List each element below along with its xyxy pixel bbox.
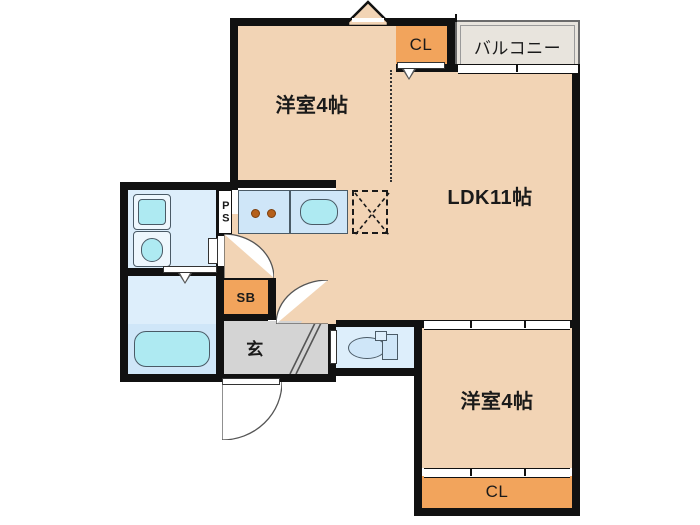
entrance-label: 玄 [246, 340, 264, 359]
wall-sb-bottom [216, 314, 268, 321]
bedroom-south-entry-opening[interactable] [424, 320, 570, 330]
toilet-door-opening[interactable] [330, 330, 337, 364]
wall-sb-left [216, 272, 224, 302]
ldk-balcony-window[interactable] [458, 64, 578, 74]
refrigerator-space [352, 190, 390, 236]
ldk-floor [336, 72, 572, 320]
entrance-floor [224, 321, 328, 374]
wall-right-outer [572, 70, 580, 516]
stove-counter [238, 190, 290, 234]
stove-burner-left [251, 209, 260, 218]
front-door-panel[interactable] [222, 378, 280, 385]
bedroom-north-label: 洋室4帖 [275, 94, 349, 117]
shoebox-floor [224, 280, 268, 314]
hall-door-swing [276, 280, 328, 324]
washroom-opening[interactable] [163, 266, 217, 273]
stove-burner-right [267, 209, 276, 218]
entrance-step-line [286, 321, 330, 374]
shoebox-label: SB [236, 289, 256, 305]
closet-north-floor [395, 26, 447, 64]
balcony-label: バルコニー [473, 38, 562, 58]
closet-south-tick-1 [470, 468, 472, 476]
wall-bottom-bath [120, 374, 224, 382]
closet-north-opening[interactable] [397, 62, 445, 69]
wall-toilet-bottom [336, 368, 422, 376]
bedroom-south-label: 洋室4帖 [460, 390, 534, 413]
entrance-to-hall-wedge [286, 278, 336, 324]
ldk-label: LDK11帖 [447, 186, 533, 209]
kitchen-washroom-gap [218, 236, 224, 266]
bedroom-south-entry-tick-2 [524, 320, 526, 328]
wall-kitchen-top [238, 182, 348, 188]
wall-top-cl-north [395, 18, 455, 26]
closet-north-door-direction-inner [403, 69, 414, 78]
bathroom-floor-upper [128, 276, 216, 324]
bedroom-south-entry-tick-1 [470, 320, 472, 328]
bay-window-icon [345, 0, 391, 28]
closet-south-tick-2 [524, 468, 526, 476]
washing-machine-drum [138, 199, 166, 225]
bedroom-south-floor [422, 328, 572, 468]
wall-south-bedroom-left [414, 320, 422, 516]
bay-window-gap [352, 18, 384, 22]
ldk-balcony-window-tick [516, 64, 518, 72]
pipe-shaft-label: PS [219, 199, 232, 225]
closet-south-floor [422, 476, 572, 508]
kitchen-sink [300, 199, 338, 225]
balcony-floor [455, 22, 580, 70]
vanity-sink [141, 238, 163, 262]
wall-left-outer [120, 182, 128, 382]
bathtub [134, 331, 210, 367]
washroom-door-direction-inner [179, 273, 190, 282]
wall-left-north-bedroom [230, 18, 238, 188]
wall-toilet-top [336, 320, 422, 327]
wall-top-balcony-edge [455, 14, 457, 22]
bathroom-entry-opening[interactable] [208, 238, 218, 264]
closet-north-label: CL [409, 35, 433, 54]
closet-south-label: CL [485, 482, 509, 501]
wall-top-north-bedroom [230, 18, 395, 26]
wall-corridor-left [216, 278, 224, 382]
bedroom-north-partition-dots [390, 70, 392, 182]
front-door-swing [222, 382, 282, 440]
wall-sb-right [268, 272, 276, 320]
washroom-door-swing [224, 234, 274, 278]
toilet-lid [375, 331, 387, 341]
wall-top-water-block [120, 182, 238, 190]
closet-south-opening[interactable] [424, 468, 570, 478]
wall-cl-balcony-divider [447, 18, 455, 72]
wall-south-bedroom-bottom [414, 508, 580, 516]
